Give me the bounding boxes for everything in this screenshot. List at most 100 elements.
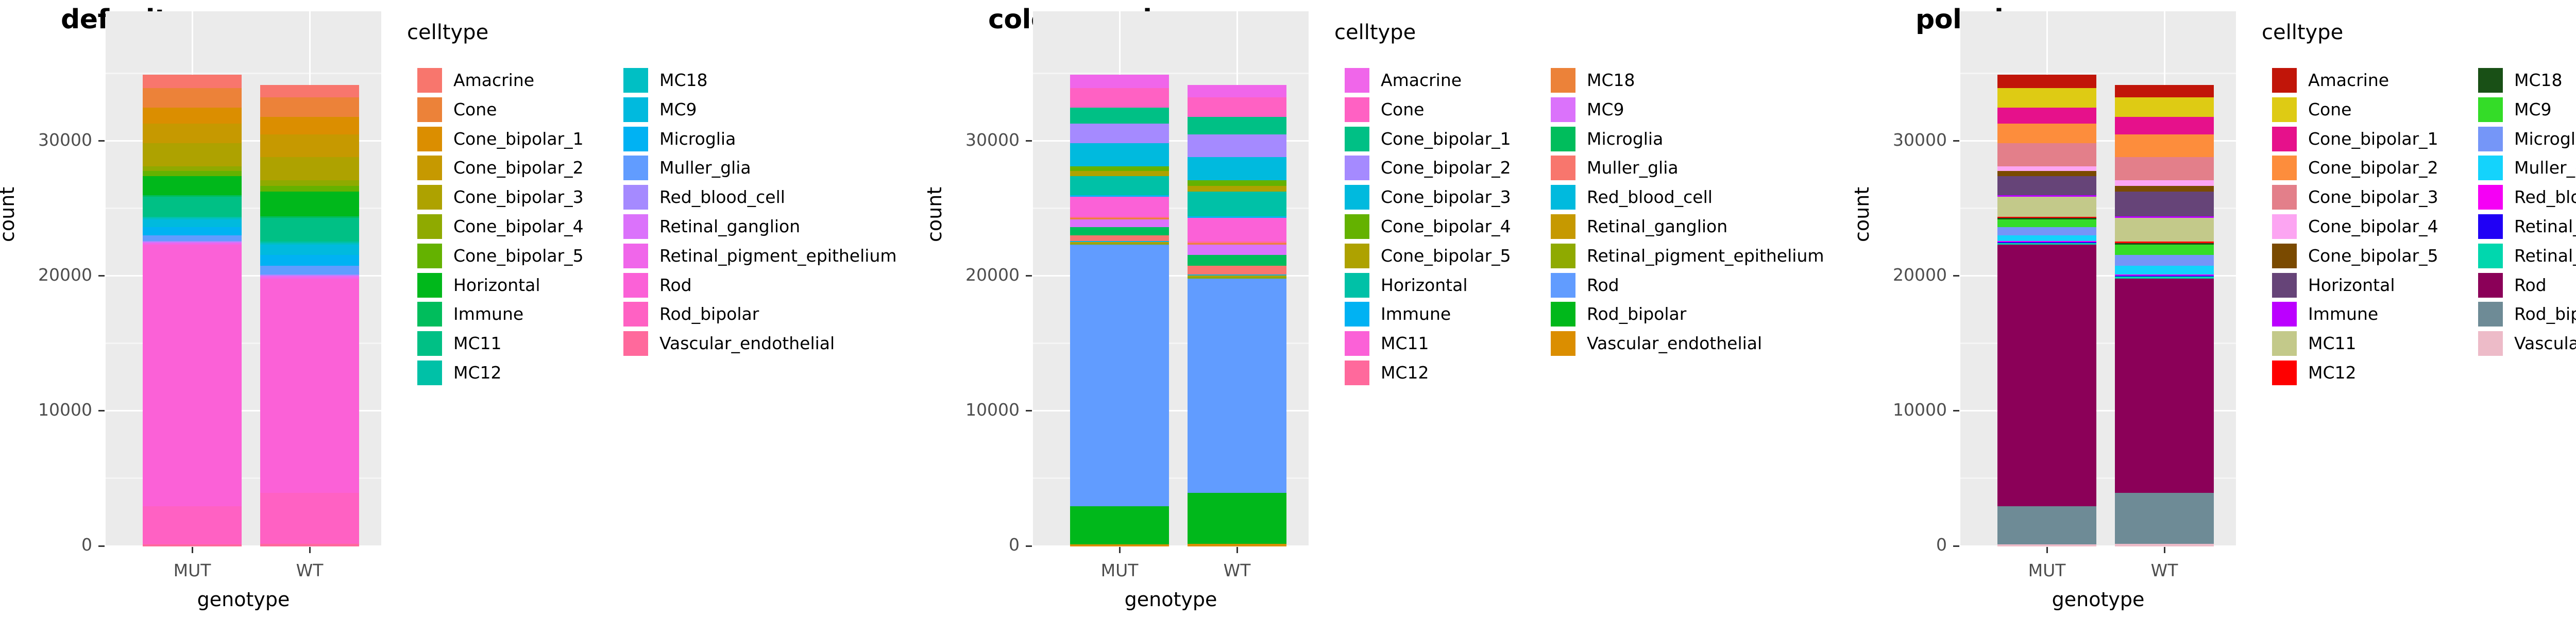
bar-segment-Immune bbox=[1997, 195, 2096, 197]
bar-segment-Cone_bipolar_4 bbox=[1997, 166, 2096, 171]
legend-label: Retinal_pigment_epithelium bbox=[659, 245, 897, 266]
x-axis-title: genotype bbox=[1124, 588, 1217, 611]
bar-MUT[interactable] bbox=[1997, 74, 2096, 546]
bar-segment-Rod bbox=[260, 278, 359, 494]
legend-swatch-Amacrine bbox=[417, 68, 442, 93]
legend-swatch-Cone_bipolar_1 bbox=[1345, 126, 1369, 151]
bar-segment-Retinal_pigment_epithelium bbox=[143, 243, 242, 245]
legend-label: Muller_glia bbox=[659, 158, 751, 178]
bar-segment-MC11 bbox=[2115, 218, 2214, 242]
plot-area bbox=[106, 11, 381, 547]
bar-segment-Rod bbox=[143, 244, 242, 507]
legend-label: Cone_bipolar_3 bbox=[1381, 187, 1511, 208]
bar-segment-Retinal_ganglion bbox=[143, 242, 242, 244]
bar-segment-Muller_glia bbox=[1188, 266, 1286, 275]
legend-swatch-Horizontal bbox=[2272, 272, 2297, 298]
bar-segment-Amacrine bbox=[1997, 74, 2096, 89]
bar-segment-Immune bbox=[143, 195, 242, 197]
y-axis-label: 10000 bbox=[38, 399, 92, 420]
bar-segment-Vascular_endothelial bbox=[1997, 544, 2096, 546]
legend-label: Horizontal bbox=[453, 274, 540, 295]
bar-segment-MC11 bbox=[1188, 218, 1286, 242]
legend-swatch-MC11 bbox=[2272, 331, 2297, 356]
bar-segment-Immune bbox=[1070, 195, 1169, 197]
bar-segment-Cone_bipolar_5 bbox=[260, 186, 359, 193]
bar-segment-Red_blood_cell bbox=[143, 241, 242, 243]
bar-segment-Vascular_endothelial bbox=[1188, 543, 1286, 546]
gridline-major bbox=[106, 140, 381, 142]
y-axis-title: count bbox=[0, 186, 19, 242]
legend-label: Retinal_ganglion bbox=[2514, 216, 2576, 236]
bar-segment-MC11 bbox=[260, 218, 359, 242]
y-axis-tick bbox=[98, 545, 105, 547]
bar-segment-Cone_bipolar_2 bbox=[1070, 124, 1169, 144]
bar-segment-MC12 bbox=[1070, 217, 1169, 218]
bar-segment-Retinal_ganglion bbox=[1070, 242, 1169, 244]
y-axis-tick bbox=[1953, 410, 1959, 412]
y-axis-label: 30000 bbox=[965, 129, 1020, 150]
legend-label: MC9 bbox=[2514, 99, 2552, 119]
y-axis-tick bbox=[1953, 275, 1959, 277]
y-axis-tick bbox=[98, 275, 105, 277]
legend-label: Amacrine bbox=[453, 70, 535, 90]
bar-segment-MC9 bbox=[1997, 219, 2096, 228]
legend-swatch-Cone_bipolar_2 bbox=[1345, 156, 1369, 181]
legend-swatch-Cone_bipolar_3 bbox=[417, 185, 442, 210]
bar-segment-Cone_bipolar_1 bbox=[260, 116, 359, 135]
legend-label: Cone_bipolar_3 bbox=[2308, 187, 2438, 208]
legend-swatch-MC18 bbox=[623, 68, 648, 93]
legend-swatch-Retinal_pigment_epithelium bbox=[2478, 243, 2503, 268]
legend-swatch-MC18 bbox=[1551, 68, 1575, 93]
y-axis-label: 20000 bbox=[965, 264, 1020, 285]
bar-segment-Retinal_pigment_epithelium bbox=[2115, 277, 2214, 279]
bar-WT[interactable] bbox=[2115, 85, 2214, 546]
x-axis-tick bbox=[191, 547, 193, 553]
bar-segment-Cone_bipolar_4 bbox=[260, 180, 359, 186]
legend-swatch-Cone bbox=[1345, 97, 1369, 122]
legend-swatch-Muller_glia bbox=[623, 156, 648, 181]
bar-segment-Cone bbox=[1997, 88, 2096, 108]
legend-swatch-Cone_bipolar_5 bbox=[417, 243, 442, 268]
y-axis-label: 20000 bbox=[1893, 264, 1947, 285]
bar-segment-MC9 bbox=[1188, 245, 1286, 255]
legend-swatch-Rod bbox=[1551, 272, 1575, 298]
legend-swatch-Muller_glia bbox=[2478, 156, 2503, 181]
bar-segment-Horizontal bbox=[260, 192, 359, 217]
legend-label: Horizontal bbox=[2308, 274, 2395, 295]
bar-segment-Cone_bipolar_2 bbox=[260, 134, 359, 158]
bar-segment-Cone_bipolar_1 bbox=[2115, 116, 2214, 135]
bar-segment-MC18 bbox=[1188, 243, 1286, 245]
legend-label: Microglia bbox=[659, 128, 736, 149]
bar-WT[interactable] bbox=[260, 85, 359, 546]
y-axis-title: count bbox=[923, 186, 946, 242]
legend-label: Cone_bipolar_2 bbox=[2308, 158, 2438, 178]
legend-swatch-Horizontal bbox=[417, 272, 442, 298]
bar-segment-Cone_bipolar_5 bbox=[1070, 171, 1169, 177]
legend-swatch-Rod bbox=[623, 272, 648, 298]
panel-color_repel: color_repel0100002000030000countMUTWTgen… bbox=[923, 0, 1855, 618]
bar-segment-Horizontal bbox=[2115, 192, 2214, 217]
bar-segment-Microglia bbox=[1188, 255, 1286, 266]
bar-MUT[interactable] bbox=[1070, 74, 1169, 546]
legend-swatch-Retinal_ganglion bbox=[1551, 214, 1575, 239]
x-axis-label-WT: WT bbox=[296, 560, 324, 580]
y-axis-label: 0 bbox=[1936, 535, 1947, 555]
legend-swatch-Cone_bipolar_4 bbox=[2272, 214, 2297, 239]
bar-segment-Rod_bipolar bbox=[1188, 493, 1286, 544]
legend-label: Cone_bipolar_5 bbox=[1381, 245, 1511, 266]
x-axis-tick bbox=[1236, 547, 1238, 553]
legend-swatch-Cone_bipolar_4 bbox=[1345, 214, 1369, 239]
bar-segment-Cone_bipolar_5 bbox=[143, 171, 242, 177]
bar-MUT[interactable] bbox=[143, 74, 242, 546]
legend-swatch-MC9 bbox=[623, 97, 648, 122]
legend-swatch-MC12 bbox=[417, 360, 442, 385]
legend-label: MC12 bbox=[453, 362, 502, 383]
legend-swatch-MC11 bbox=[1345, 331, 1369, 356]
bar-WT[interactable] bbox=[1188, 85, 1286, 546]
gridline-minor bbox=[106, 208, 381, 210]
legend-label: MC11 bbox=[1381, 333, 1429, 354]
bar-segment-Muller_glia bbox=[2115, 266, 2214, 275]
bar-segment-Microglia bbox=[1070, 227, 1169, 236]
legend-label: Horizontal bbox=[1381, 274, 1468, 295]
legend-swatch-MC12 bbox=[1345, 360, 1369, 385]
